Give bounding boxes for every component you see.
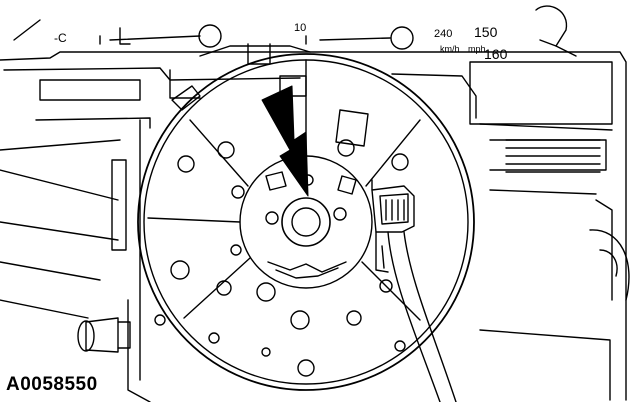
speedo-240-label: 240 [434, 28, 453, 40]
disc-windows [171, 75, 369, 195]
vent-grille [505, 139, 601, 173]
temp-gauge-label: -C [54, 31, 67, 45]
wire-harness [371, 179, 457, 402]
clockspring-disc [137, 53, 475, 391]
disc-holes [154, 139, 409, 377]
speedo-150-label: 150 [474, 24, 498, 40]
speedo-kmh-label: km/h [440, 44, 460, 54]
indicator-arrow [261, 85, 309, 197]
fuel-gauge-label: 10 [294, 22, 307, 34]
speedo-mph-label: mph [468, 44, 486, 54]
figure-id-label: A0058550 [6, 374, 98, 395]
column-stalk [77, 159, 131, 353]
speedo-160-label: 160 [484, 46, 508, 62]
gauge-needles [99, 5, 577, 57]
hub-clip [267, 261, 347, 279]
